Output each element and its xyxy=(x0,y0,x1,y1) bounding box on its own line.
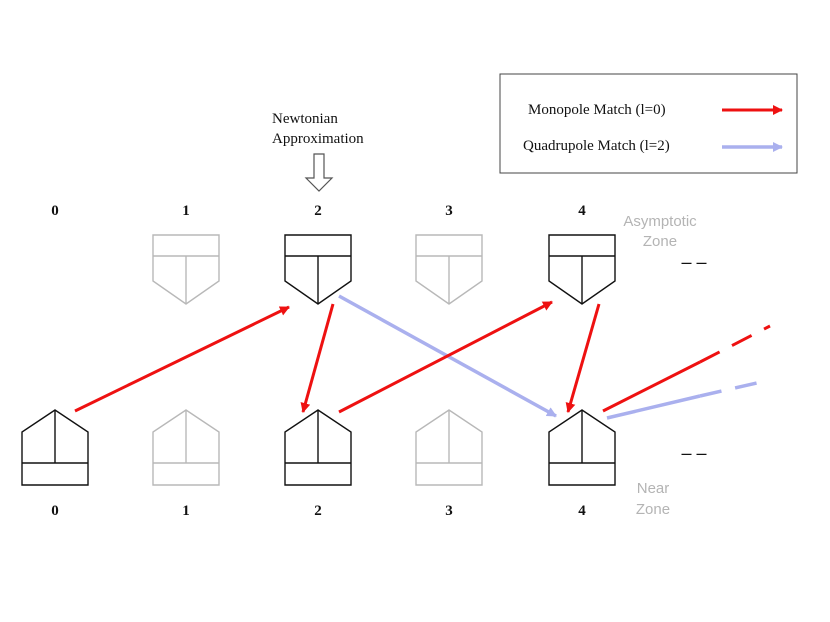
asymptotic-zone-line1: Asymptotic xyxy=(623,213,697,230)
monopole-arrow-0-to-2 xyxy=(74,305,290,413)
asymptotic-zone-line2: Zone xyxy=(643,233,677,250)
top-continuation-dashes: – – xyxy=(681,252,706,272)
near-node-0 xyxy=(21,409,89,486)
bottom-number-0: 0 xyxy=(51,503,59,519)
monopole-arrow-2-to-4 xyxy=(338,300,553,414)
near-node-4 xyxy=(548,409,616,486)
legend: Monopole Match (l=0) Quadrupole Match (l… xyxy=(499,73,798,174)
bottom-number-3: 3 xyxy=(445,503,453,519)
bottom-number-2: 2 xyxy=(314,503,322,519)
legend-quadrupole-label: Quadrupole Match (l=2) xyxy=(523,138,670,154)
asymptotic-node-1 xyxy=(152,234,220,305)
newtonian-label-line1: Newtonian xyxy=(272,111,338,127)
monopole-arrow-4-down xyxy=(565,303,601,413)
legend-box xyxy=(499,73,798,174)
near-node-3 xyxy=(415,409,483,486)
near-zone-line2: Zone xyxy=(636,501,670,518)
top-number-0: 0 xyxy=(51,203,59,219)
monopole-continuation-solid xyxy=(602,360,701,413)
top-number-1: 1 xyxy=(182,203,190,219)
bottom-number-4: 4 xyxy=(578,503,586,519)
asymptotic-node-3 xyxy=(415,234,483,305)
asymptotic-node-2 xyxy=(284,234,352,305)
quadrupole-continuation-dashed xyxy=(699,378,771,398)
monopole-arrow-2-down xyxy=(300,303,335,413)
near-node-2 xyxy=(284,409,352,486)
monopole-continuation-dashed xyxy=(699,324,771,364)
top-number-3: 3 xyxy=(445,203,453,219)
near-zone-line1: Near xyxy=(637,480,670,497)
top-number-4: 4 xyxy=(578,203,586,219)
asymptotic-node-4 xyxy=(548,234,616,305)
top-number-2: 2 xyxy=(314,203,322,219)
newtonian-label-line2: Approximation xyxy=(272,131,364,147)
near-node-1 xyxy=(152,409,220,486)
bottom-number-1: 1 xyxy=(182,503,190,519)
quadrupole-continuation-solid xyxy=(606,394,701,420)
newtonian-down-arrow-icon xyxy=(304,153,334,192)
legend-monopole-label: Monopole Match (l=0) xyxy=(528,102,666,118)
bottom-continuation-dashes: – – xyxy=(681,443,706,463)
